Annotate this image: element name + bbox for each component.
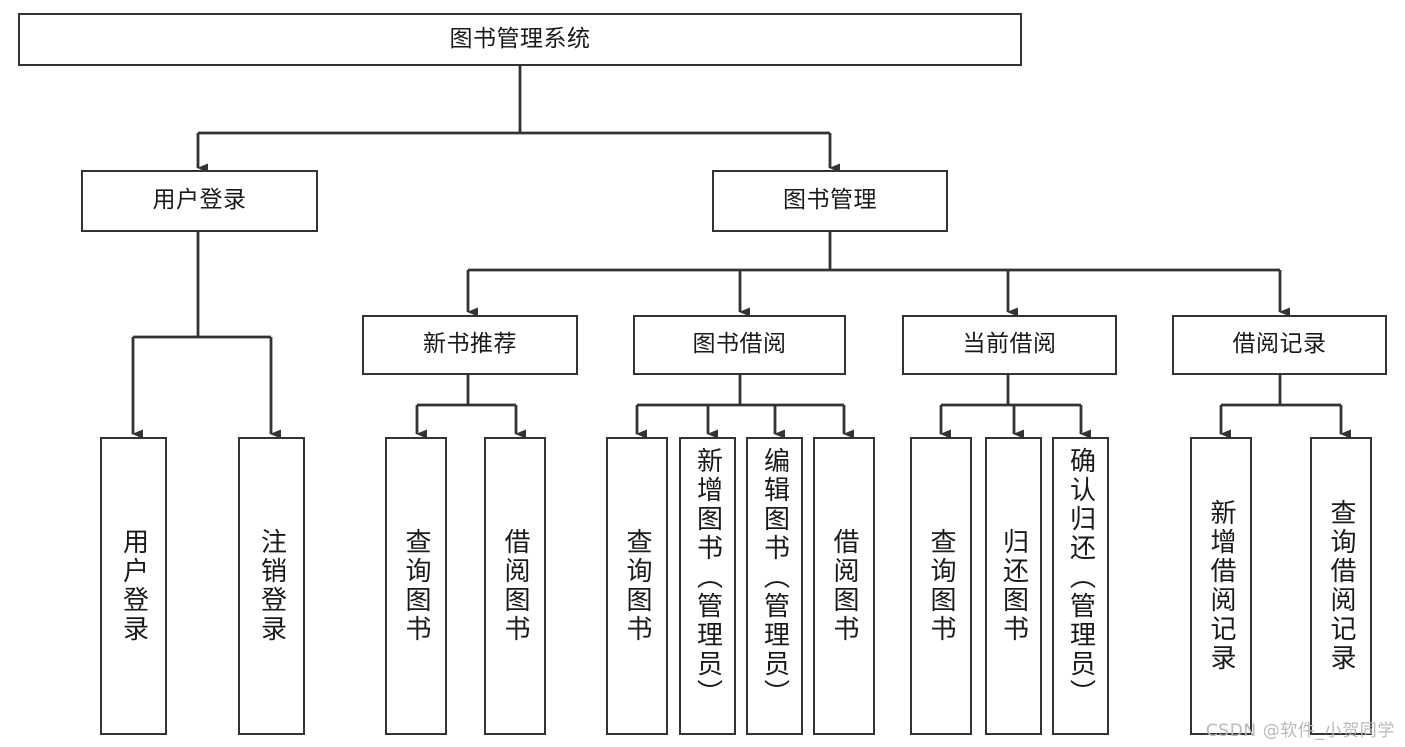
node-new-book-recommend-label: 新书推荐	[423, 331, 517, 358]
leaf-borrow-book-borrow[interactable]: 借阅图书	[813, 437, 875, 735]
node-book-management[interactable]: 图书管理	[712, 170, 948, 232]
leaf-query-book-current[interactable]: 查询图书	[910, 437, 972, 735]
node-root-label: 图书管理系统	[449, 25, 591, 52]
node-user-login[interactable]: 用户登录	[81, 170, 318, 232]
leaf-borrow-book-newbook-label: 借阅图书	[500, 528, 530, 644]
leaf-add-book-admin-label: 新增图书（管理员）	[692, 447, 723, 708]
leaf-add-book-admin[interactable]: 新增图书（管理员）	[679, 437, 736, 735]
leaf-logout-label: 注销登录	[256, 528, 287, 644]
leaf-logout[interactable]: 注销登录	[238, 437, 305, 735]
node-book-management-label: 图书管理	[783, 187, 877, 214]
node-current-borrow-label: 当前借阅	[962, 331, 1057, 358]
node-borrow-records-label: 借阅记录	[1232, 331, 1327, 358]
node-new-book-recommend[interactable]: 新书推荐	[362, 315, 578, 375]
node-book-borrow-label: 图书借阅	[692, 331, 787, 358]
leaf-query-book-newbook[interactable]: 查询图书	[385, 437, 447, 735]
leaf-confirm-return-admin-label: 确认归还（管理员）	[1065, 447, 1096, 708]
leaf-confirm-return-admin[interactable]: 确认归还（管理员）	[1052, 437, 1109, 735]
node-borrow-records[interactable]: 借阅记录	[1172, 315, 1387, 375]
leaf-query-book-borrow[interactable]: 查询图书	[606, 437, 668, 735]
leaf-query-borrow-record[interactable]: 查询借阅记录	[1310, 437, 1372, 735]
leaf-query-borrow-record-label: 查询借阅记录	[1326, 499, 1356, 673]
leaf-add-borrow-record-label: 新增借阅记录	[1206, 499, 1236, 673]
leaf-return-book[interactable]: 归还图书	[985, 437, 1042, 735]
leaf-borrow-book-newbook[interactable]: 借阅图书	[484, 437, 546, 735]
node-book-borrow[interactable]: 图书借阅	[633, 315, 846, 375]
leaf-query-book-newbook-label: 查询图书	[401, 528, 431, 644]
leaf-add-borrow-record[interactable]: 新增借阅记录	[1190, 437, 1252, 735]
leaf-borrow-book-borrow-label: 借阅图书	[829, 528, 859, 644]
leaf-return-book-label: 归还图书	[998, 528, 1029, 644]
leaf-query-book-borrow-label: 查询图书	[622, 528, 652, 644]
leaf-edit-book-admin[interactable]: 编辑图书（管理员）	[746, 437, 803, 735]
leaf-user-login-label: 用户登录	[118, 528, 149, 644]
leaf-query-book-current-label: 查询图书	[926, 528, 956, 644]
leaf-edit-book-admin-label: 编辑图书（管理员）	[759, 447, 790, 708]
csdn-watermark: CSDN @软件_小贺同学	[1205, 721, 1395, 741]
leaf-user-login[interactable]: 用户登录	[100, 437, 167, 735]
node-root[interactable]: 图书管理系统	[18, 13, 1022, 66]
node-current-borrow[interactable]: 当前借阅	[902, 315, 1117, 375]
node-user-login-label: 用户登录	[152, 187, 247, 214]
